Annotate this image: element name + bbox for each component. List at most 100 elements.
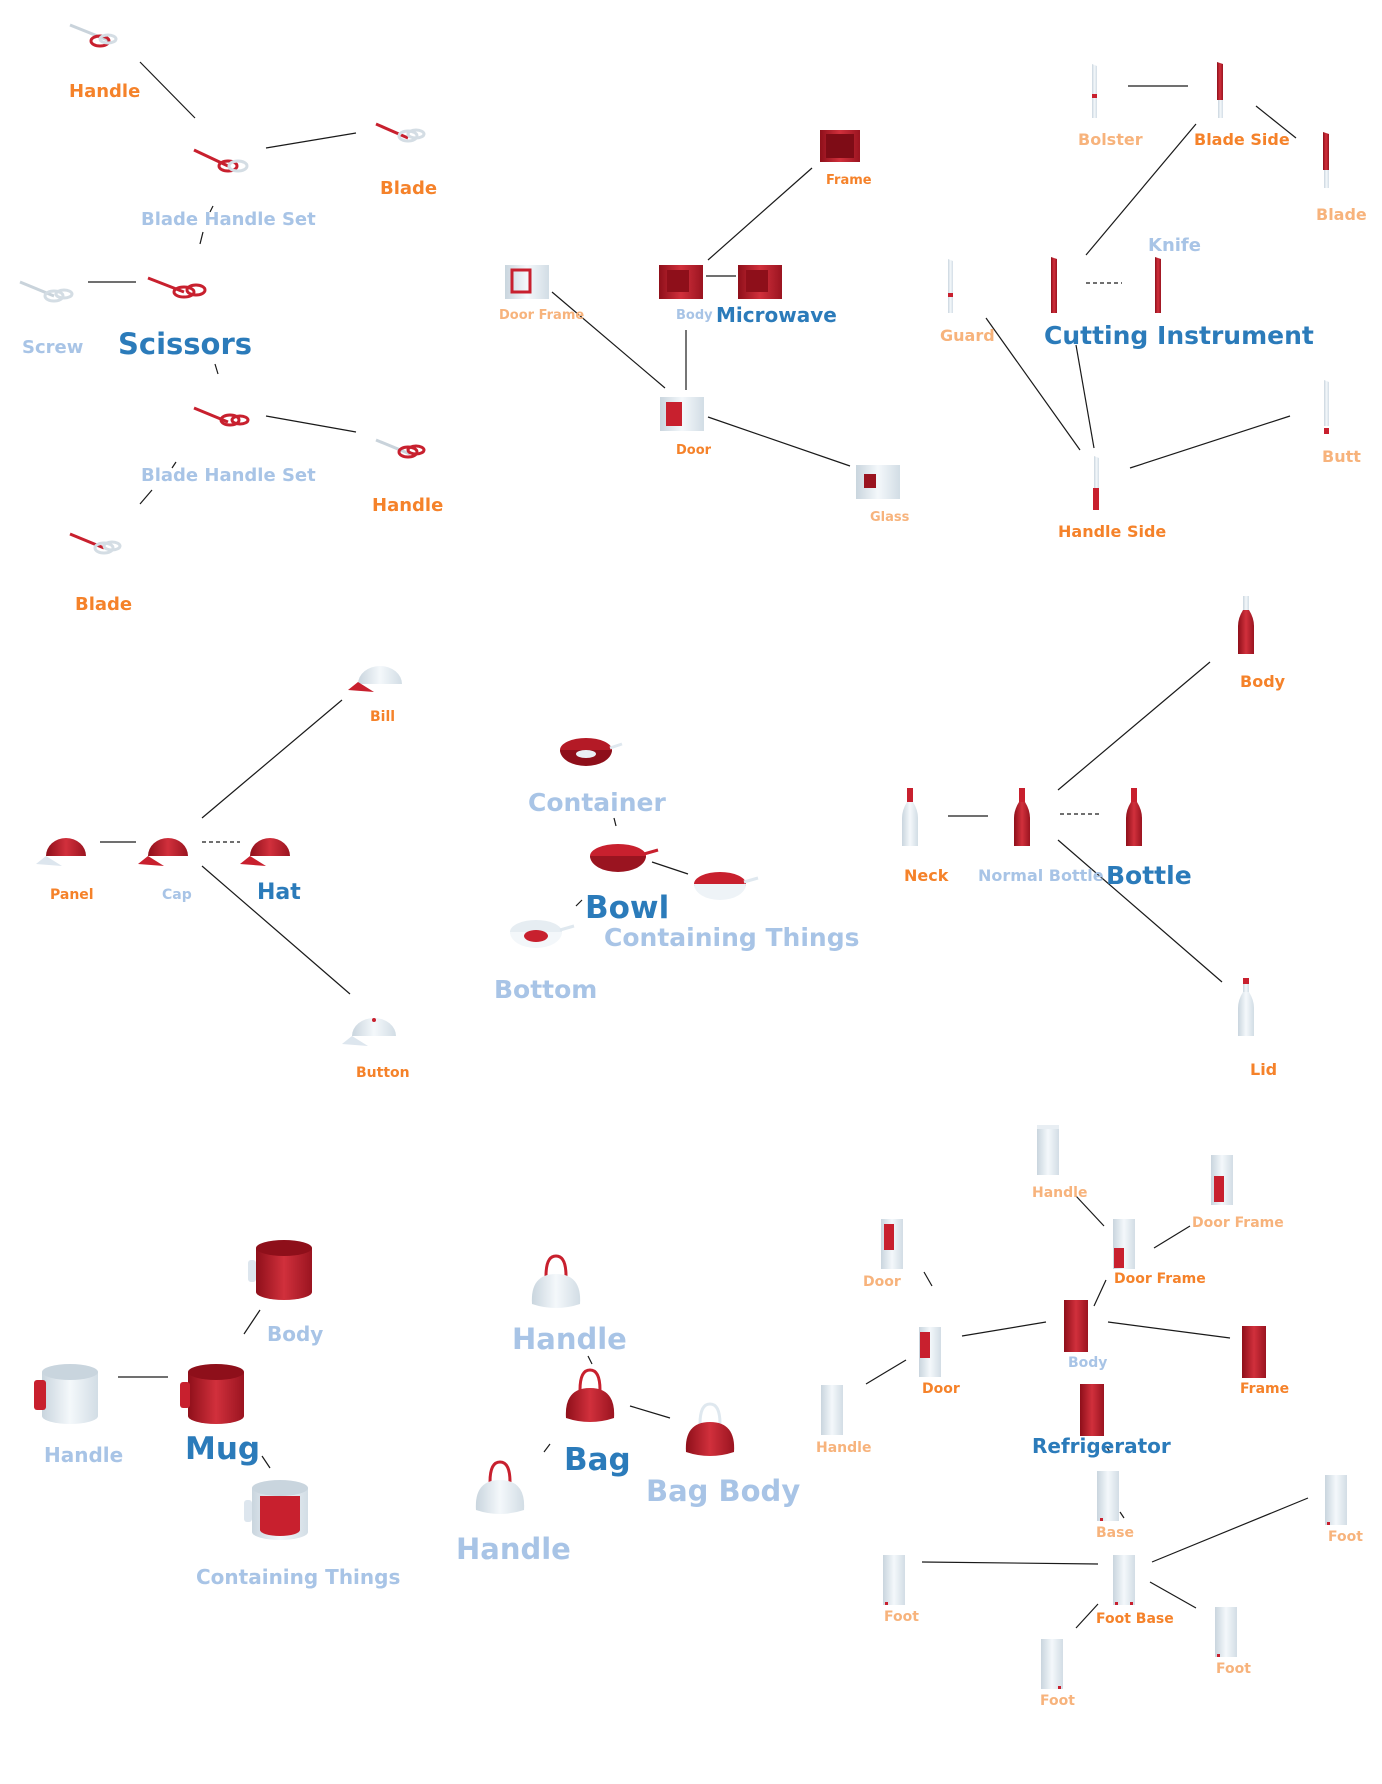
hat-bill-icon bbox=[348, 666, 402, 692]
microwave-label-door: Door bbox=[676, 443, 712, 458]
scissors-label-blade-handle-set-2: Blade Handle Set bbox=[141, 465, 316, 486]
hat-label-cap: Cap bbox=[162, 887, 192, 903]
knife-objects bbox=[948, 62, 1329, 510]
bag-label-handle-2: Handle bbox=[456, 1532, 571, 1566]
scissors-objects bbox=[19, 23, 426, 555]
hat-title: Hat bbox=[257, 880, 301, 905]
mug-containing-things-icon bbox=[244, 1480, 308, 1540]
refrigerator-label-door: Door Frame bbox=[1114, 1271, 1206, 1287]
bottle-label-body: Body bbox=[1240, 672, 1286, 691]
hat-label-bill: Bill bbox=[370, 709, 396, 725]
refrigerator-foot-base-icon bbox=[1113, 1555, 1135, 1605]
refrigerator-label-door-frame-2: Door bbox=[863, 1274, 901, 1290]
mug-title: Mug bbox=[185, 1431, 261, 1467]
bowl-bottom-icon bbox=[510, 920, 575, 948]
bowl-title: Bowl bbox=[585, 890, 670, 926]
bottle-title: Bottle bbox=[1106, 861, 1192, 890]
bag-label-bag-body: Bag Body bbox=[646, 1474, 801, 1508]
microwave-title: Microwave bbox=[716, 303, 837, 327]
bottle-edges bbox=[948, 661, 1223, 983]
microwave-label-frame: Frame bbox=[826, 173, 872, 188]
knife-root-icon bbox=[1051, 257, 1057, 313]
scissors-screw-icon bbox=[19, 280, 74, 303]
refrigerator-door-frame-icon bbox=[1211, 1155, 1233, 1205]
microwave-objects bbox=[505, 130, 900, 499]
knife-label-handle-side: Handle Side bbox=[1058, 522, 1167, 541]
refrigerator-label-handle-2: Handle bbox=[816, 1440, 872, 1456]
knife-label-blade: Blade bbox=[1316, 205, 1367, 224]
bowl-label-containing-things: Containing Things bbox=[604, 923, 860, 952]
scissors-title: Scissors bbox=[118, 327, 253, 361]
microwave-edges bbox=[551, 167, 851, 467]
knife-edges bbox=[985, 85, 1297, 469]
microwave-door-frame-icon bbox=[505, 265, 549, 299]
bag-root-icon bbox=[565, 1368, 615, 1422]
refrigerator-label-handle: Handle bbox=[1032, 1185, 1088, 1201]
refrigerator-root-icon bbox=[1080, 1384, 1104, 1436]
refrigerator-door-frame-icon-2 bbox=[881, 1219, 903, 1269]
scissors-blade-part-icon-2 bbox=[69, 532, 122, 555]
hat-root-icon bbox=[240, 838, 290, 866]
scissors-root-icon bbox=[147, 276, 207, 299]
bowl-label-container: Container bbox=[528, 788, 666, 817]
refrigerator-label-body: Body bbox=[1068, 1355, 1108, 1371]
refrigerator-foot-icon bbox=[1325, 1475, 1347, 1525]
refrigerator-label-foot: Foot bbox=[1328, 1529, 1363, 1545]
refrigerator-door-icon bbox=[1113, 1219, 1135, 1269]
scissors-handle-part-icon bbox=[69, 23, 118, 48]
scissors-label-handle-2: Handle bbox=[372, 495, 444, 516]
mug-body-icon bbox=[248, 1240, 312, 1300]
knife-label-knife: Knife bbox=[1148, 235, 1201, 256]
knife-label-guard: Guard bbox=[940, 326, 995, 345]
refrigerator-door-icon-2 bbox=[919, 1327, 941, 1377]
microwave-body-icon bbox=[659, 265, 703, 299]
scissors-label-blade-2: Blade bbox=[75, 594, 133, 615]
refrigerator-label-base: Base bbox=[1096, 1525, 1134, 1541]
refrigerator-label-foot-4: Foot bbox=[1040, 1693, 1075, 1709]
microwave-door-icon bbox=[660, 397, 704, 431]
microwave-label-glass: Glass bbox=[870, 510, 910, 525]
hat-cap-icon bbox=[138, 838, 188, 866]
knife-title: Cutting Instrument bbox=[1044, 321, 1314, 350]
refrigerator-edges bbox=[865, 1195, 1309, 1629]
knife-bolster-icon bbox=[1092, 64, 1097, 118]
scissors-handle-part-icon-2 bbox=[375, 438, 426, 459]
bowl-container-icon bbox=[560, 738, 623, 766]
mug-label-containing-things: Containing Things bbox=[196, 1565, 401, 1589]
microwave-root-icon bbox=[738, 265, 782, 299]
hat-edges bbox=[100, 699, 351, 995]
refrigerator-body-icon bbox=[1064, 1300, 1088, 1352]
knife-blade-side-icon bbox=[1217, 62, 1223, 118]
scissors-blade-part-icon bbox=[375, 122, 426, 143]
bottle-neck-icon bbox=[902, 788, 918, 846]
bowl-containing-things-icon bbox=[694, 872, 759, 900]
mug-root-icon bbox=[180, 1364, 244, 1424]
knife-knife-icon bbox=[1155, 257, 1161, 313]
refrigerator-foot-icon-2 bbox=[883, 1555, 905, 1605]
microwave-glass-icon bbox=[856, 465, 900, 499]
bottle-body-icon bbox=[1238, 596, 1254, 654]
mug-objects bbox=[34, 1240, 312, 1540]
refrigerator-label-foot-2: Foot bbox=[884, 1609, 919, 1625]
knife-blade-icon bbox=[1323, 132, 1329, 188]
scissors-label-blade-handle-set: Blade Handle Set bbox=[141, 209, 316, 230]
microwave-label-body: Body bbox=[676, 308, 713, 323]
bowl-objects bbox=[510, 738, 759, 948]
bottle-objects bbox=[902, 596, 1254, 1036]
refrigerator-label-door-2: Door bbox=[922, 1381, 960, 1397]
knife-label-bolster: Bolster bbox=[1078, 130, 1143, 149]
bottle-root-icon bbox=[1126, 788, 1142, 846]
mug-edges bbox=[118, 1309, 271, 1469]
bottle-normal-bottle-icon bbox=[1014, 788, 1030, 846]
scissors-label-handle: Handle bbox=[69, 81, 141, 102]
refrigerator-handle-icon bbox=[1037, 1125, 1059, 1175]
bottle-label-lid: Lid bbox=[1250, 1060, 1278, 1079]
refrigerator-handle-icon-2 bbox=[821, 1385, 843, 1435]
scissors-label-screw: Screw bbox=[22, 337, 84, 358]
knife-handle-side-icon bbox=[1093, 456, 1099, 510]
bottle-label-neck: Neck bbox=[904, 866, 949, 885]
mug-handle-icon bbox=[34, 1364, 98, 1424]
bowl-root-icon bbox=[590, 844, 659, 872]
refrigerator-label-foot-3: Foot bbox=[1216, 1661, 1251, 1677]
scissors-blade-handle-set-icon-2 bbox=[193, 406, 250, 427]
